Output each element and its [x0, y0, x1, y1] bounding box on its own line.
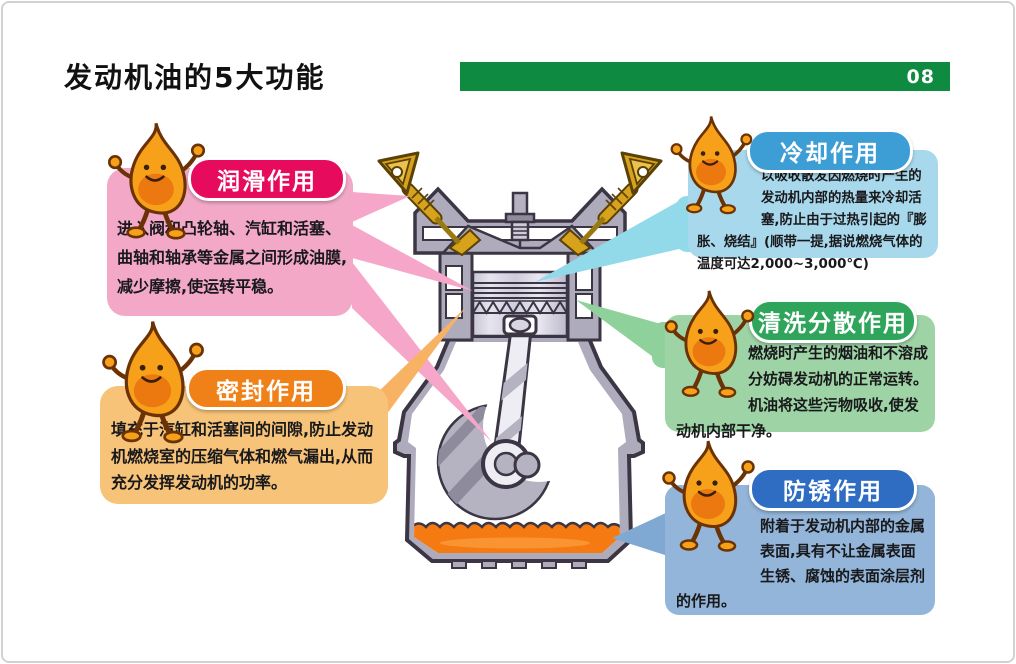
rust-title-pill: 防锈作用 — [749, 467, 917, 511]
piston-ring-zigzag — [472, 300, 568, 315]
rust-body-wrap: 附着于发动机内部的金属表面,具有不让金属表面生锈、腐蚀的表面涂层剂的作用。 — [676, 514, 928, 614]
valve-right — [579, 151, 663, 245]
oil-drop-mascot-cleaning — [660, 286, 758, 402]
beam-lubrication-valve — [352, 192, 410, 222]
lubrication-title: 润滑作用 — [217, 169, 317, 195]
rust-title: 防锈作用 — [783, 479, 883, 505]
valve-seat-left — [448, 228, 482, 257]
sealing-title: 密封作用 — [216, 378, 316, 405]
cooling-title: 冷却作用 — [780, 141, 880, 167]
beam-sealing — [375, 307, 466, 430]
header-bar: 08 — [460, 62, 950, 91]
cleaning-body-wrap: 燃烧时产生的烟油和不溶成分妨碍发动机的正常运转。机油将这些污物吸收,使发动机内部… — [676, 340, 928, 444]
oil-drop-mascot-sealing — [95, 316, 210, 448]
spark-plug — [504, 191, 536, 248]
oil-drop-mascot-rust — [658, 436, 758, 556]
beam-cleaning — [576, 300, 668, 368]
page-number: 08 — [906, 65, 935, 88]
cooling-title-pill: 冷却作用 — [747, 129, 913, 173]
sealing-body: 填充于汽缸和活塞间的间隙,防止发动机燃烧室的压缩气体和燃气漏出,从而充分发挥发动… — [111, 420, 374, 492]
beam-rust — [612, 512, 668, 556]
page-title: 发动机油的5大功能 — [64, 61, 326, 94]
sealing-title-pill: 密封作用 — [186, 367, 346, 410]
valve-left — [377, 151, 461, 245]
cleaning-title-pill: 清洗分散作用 — [749, 299, 917, 343]
valve-seat-right — [558, 228, 592, 257]
cooling-body: 以吸收散发因燃烧时产生的发动机内部的热量来冷却活塞,防止由于过热引起的『膨胀、烧… — [697, 169, 927, 272]
crankshaft-web — [436, 370, 595, 521]
beam-lubrication-rings — [352, 225, 473, 291]
beam-cooling — [535, 196, 688, 282]
oil-drop-mascot-cooling — [669, 114, 754, 216]
piston — [471, 270, 569, 338]
cooling-body-wrap: 以吸收散发因燃烧时产生的发动机内部的热量来冷却活塞,防止由于过热引起的『膨胀、烧… — [697, 166, 931, 276]
oil-drop-mascot-lubrication — [102, 118, 210, 244]
cleaning-body: 燃烧时产生的烟油和不溶成分妨碍发动机的正常运转。机油将这些污物吸收,使发动机内部… — [676, 344, 929, 440]
rust-body: 附着于发动机内部的金属表面,具有不让金属表面生锈、腐蚀的表面涂层剂的作用。 — [676, 517, 926, 610]
lubrication-title-pill: 润滑作用 — [188, 157, 346, 201]
pan-feet — [451, 560, 587, 569]
cleaning-title: 清洗分散作用 — [758, 311, 908, 337]
oil-pan-oil — [408, 521, 624, 553]
